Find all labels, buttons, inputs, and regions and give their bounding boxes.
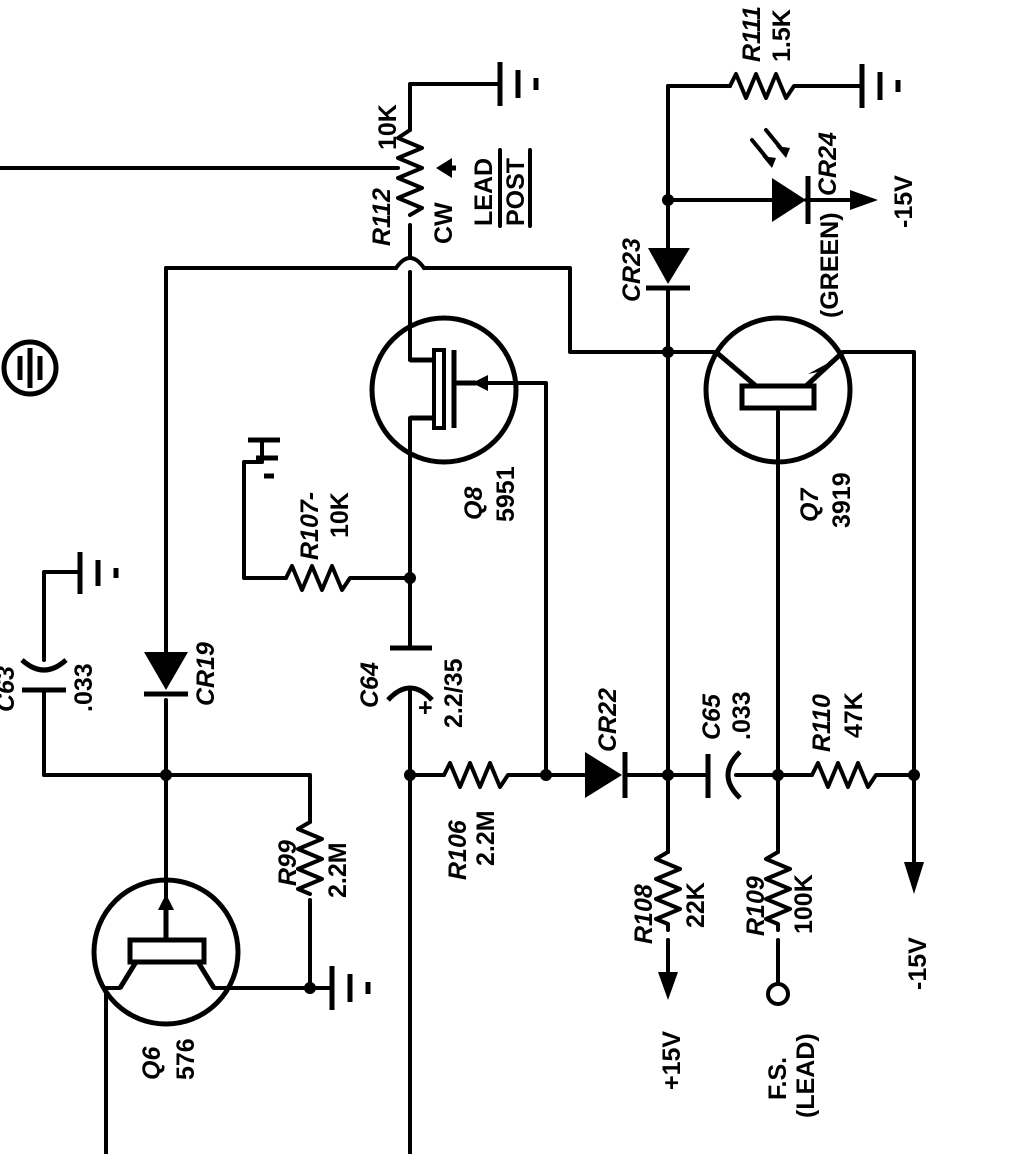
terminal-fs-lead — [766, 982, 790, 1006]
diode-cr22 — [585, 752, 628, 798]
ground-symbol — [329, 966, 371, 1010]
resistor-r109 — [764, 850, 792, 932]
label-r108-value: 22K — [682, 882, 710, 928]
supply-arrow-r108 — [658, 938, 678, 1000]
label-q7-value: 3919 — [828, 472, 856, 528]
label-r106-value: 2.2M — [472, 810, 500, 866]
label-cr19-ref: CR19 — [192, 642, 220, 706]
label-r112-value: 10K — [374, 104, 402, 150]
transistor-q7 — [703, 315, 853, 465]
label-cr24-green: (GREEN) — [816, 212, 844, 318]
label-r111-ref: R111 — [738, 6, 766, 62]
supply-arrow-right — [904, 862, 924, 894]
label-r109-value: 100K — [790, 874, 818, 934]
label-c64-plus: + — [418, 694, 433, 722]
label-r99-value: 2.2M — [324, 842, 352, 898]
label-cr24-ref: CR24 — [814, 132, 842, 196]
label-r106-ref: R106 — [444, 819, 472, 880]
label-r99-ref: R99 — [274, 840, 302, 886]
diode-cr23 — [646, 248, 690, 291]
led-cr24 — [750, 128, 811, 224]
resistor-r99 — [296, 820, 324, 896]
label-c64-ref: C64 — [356, 662, 384, 708]
junction-dots — [160, 194, 920, 994]
resistor-r107 — [284, 564, 358, 592]
capacitor-c65 — [705, 750, 742, 800]
label-neg15v-right: -15V — [904, 937, 932, 990]
label-r111-value: 1.5K — [768, 9, 796, 62]
capacitor-c63 — [20, 658, 68, 693]
label-cr22-ref: CR22 — [594, 688, 622, 752]
ground-symbol — [248, 437, 280, 479]
label-r109-ref: R109 — [742, 876, 770, 936]
label-r109-lead: (LEAD) — [792, 1033, 820, 1118]
capacitor-c64 — [386, 645, 434, 702]
label-r112-cw: CW — [430, 202, 458, 244]
supply-arrow-cr24 — [850, 190, 878, 210]
label-q8-ref: Q8 — [460, 487, 488, 520]
label-c65-value: .033 — [728, 691, 756, 740]
diode-cr19 — [144, 652, 188, 697]
label-r110-ref: R110 — [808, 694, 836, 752]
label-q8-value: 5951 — [492, 466, 520, 522]
labels: R111 1.5K 10K R112 CW LEAD POST CR24 -15… — [0, 6, 932, 1118]
label-r107-value: 10K — [326, 492, 354, 538]
label-c63-value: .033 — [70, 663, 98, 712]
label-cr23-ref: CR23 — [618, 238, 646, 302]
label-cr24-supply: -15V — [890, 175, 918, 228]
label-c65-ref: C65 — [698, 693, 726, 740]
resistor-r111 — [728, 72, 802, 100]
resistor-r108 — [654, 850, 682, 932]
label-post: POST — [502, 158, 530, 226]
label-c63-ref: C63 — [0, 666, 20, 712]
ground-symbol — [77, 552, 119, 594]
label-r108-supply: +15V — [658, 1031, 686, 1090]
label-r109-fs: F.S. — [764, 1057, 792, 1100]
ground-circle-symbol — [1, 339, 59, 397]
ground-symbol — [859, 64, 901, 108]
resistor-r106 — [442, 761, 516, 789]
label-q7-ref: Q7 — [796, 488, 824, 522]
label-q6-value: 576 — [172, 1038, 200, 1080]
ground-symbol — [497, 62, 539, 106]
label-r112-ref: R112 — [368, 188, 396, 246]
label-r107-ref: R107- — [296, 492, 324, 560]
label-q6-ref: Q6 — [138, 1046, 166, 1080]
label-r108-ref: R108 — [630, 884, 658, 944]
label-c64-value: 2.2/35 — [440, 658, 468, 728]
label-lead: LEAD — [470, 158, 498, 226]
label-r110-value: 47K — [840, 692, 868, 738]
resistor-r110 — [810, 761, 884, 789]
transistor-q6 — [91, 877, 241, 1027]
transistor-q8 — [369, 315, 519, 465]
potentiometer-r112 — [366, 128, 456, 217]
